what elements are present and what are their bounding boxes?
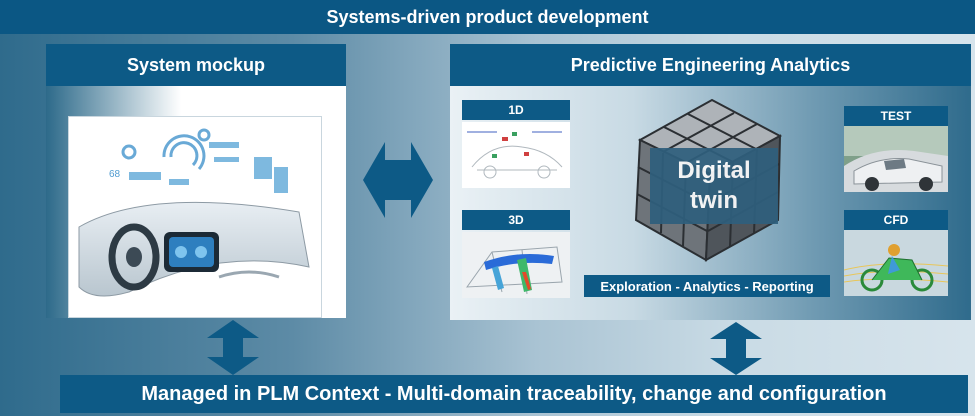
car-interior-mockup-image: 68 — [68, 116, 322, 318]
tile-1d-label: 1D — [462, 100, 570, 120]
predictive-engineering-analytics-panel: Predictive Engineering Analytics 1D 3D — [450, 44, 971, 320]
svg-text:68: 68 — [109, 169, 121, 180]
horizontal-double-arrow-icon — [363, 142, 433, 218]
tile-3d-label: 3D — [462, 210, 570, 230]
exploration-caption: Exploration - Analytics - Reporting — [584, 275, 830, 297]
tile-cfd-label: CFD — [844, 210, 948, 230]
digital-twin-line1: Digital — [677, 157, 751, 184]
footer-banner: Managed in PLM Context - Multi-domain tr… — [60, 375, 968, 413]
tile-3d-image — [462, 232, 570, 298]
system-mockup-title: System mockup — [46, 44, 346, 86]
tile-cfd-image — [844, 230, 948, 296]
tile-test-image — [844, 126, 948, 192]
tile-1d-image — [462, 122, 570, 188]
digital-twin-line2: twin — [690, 187, 738, 214]
system-mockup-panel: System mockup — [46, 44, 346, 318]
header-banner: Systems-driven product development — [0, 0, 975, 34]
left-vertical-double-arrow-icon — [207, 320, 259, 375]
digital-twin-label: Digital twin — [650, 148, 778, 224]
right-vertical-double-arrow-icon — [710, 322, 762, 375]
tile-test-label: TEST — [844, 106, 948, 126]
pea-title: Predictive Engineering Analytics — [450, 44, 971, 86]
